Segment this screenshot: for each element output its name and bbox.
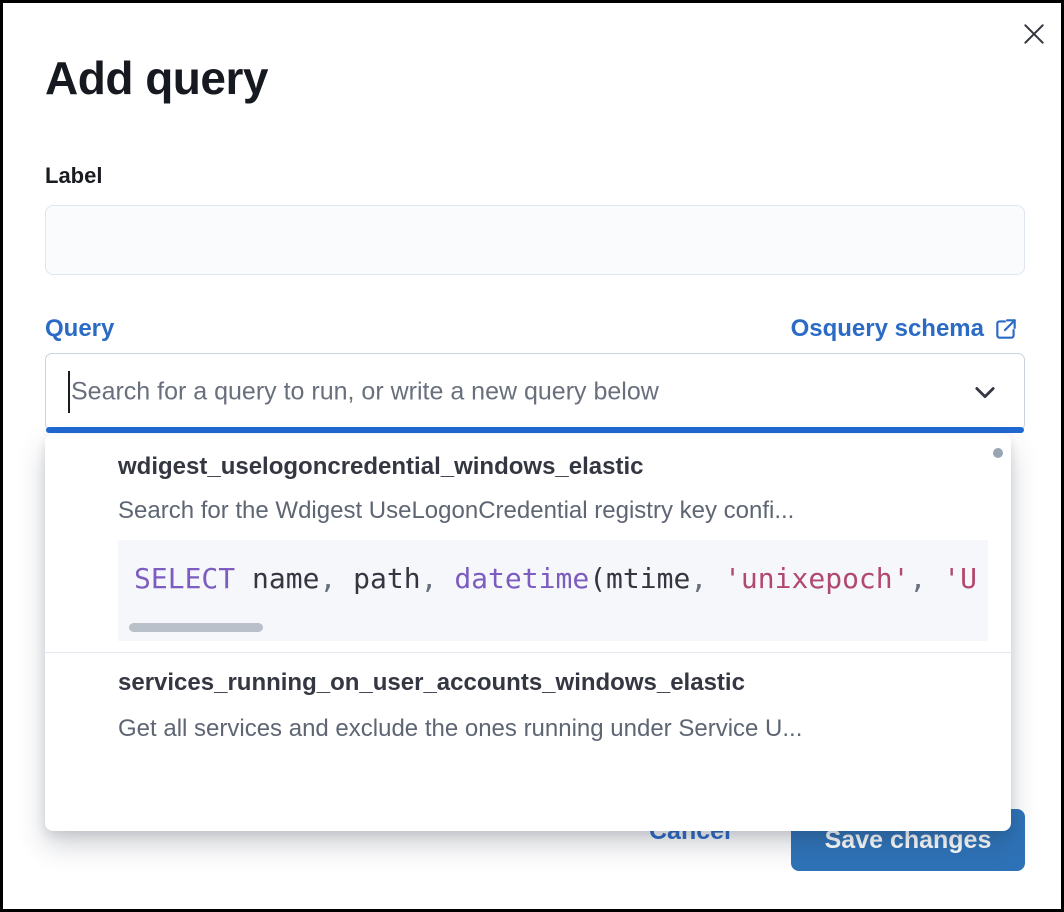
sql-code-line: SELECT name, path, datetime(mtime, 'unix… (134, 562, 977, 595)
label-input[interactable] (45, 205, 1025, 275)
external-link-icon (993, 316, 1019, 342)
query-search-placeholder: Search for a query to run, or write a ne… (71, 377, 659, 406)
vertical-scrollbar-thumb[interactable] (993, 448, 1003, 458)
osquery-schema-link[interactable]: Osquery schema (791, 315, 1019, 343)
text-cursor (68, 371, 70, 413)
label-field-label: Label (45, 163, 103, 188)
close-button[interactable] (1017, 17, 1051, 51)
combobox-focus-indicator (46, 427, 1024, 433)
suggestion-option-description[interactable]: Get all services and exclude the ones ru… (118, 715, 803, 742)
suggestion-option-description[interactable]: Search for the Wdigest UseLogonCredentia… (118, 497, 795, 524)
suggestion-option-title[interactable]: services_running_on_user_accounts_window… (118, 669, 745, 696)
suggestion-option-title[interactable]: wdigest_uselogoncredential_windows_elast… (118, 453, 644, 480)
chevron-down-icon[interactable] (970, 377, 1000, 407)
query-suggestions-dropdown: wdigest_uselogoncredential_windows_elast… (45, 434, 1011, 831)
osquery-schema-link-label: Osquery schema (790, 315, 984, 342)
modal-title: Add query (45, 52, 268, 104)
query-search-combobox[interactable]: Search for a query to run, or write a ne… (45, 353, 1025, 433)
close-icon (1021, 21, 1047, 47)
suggestion-option-sql[interactable]: SELECT name, path, datetime(mtime, 'unix… (118, 540, 988, 641)
query-field-label: Query (45, 315, 115, 342)
option-divider (45, 652, 1011, 653)
horizontal-scrollbar-thumb[interactable] (129, 623, 263, 632)
